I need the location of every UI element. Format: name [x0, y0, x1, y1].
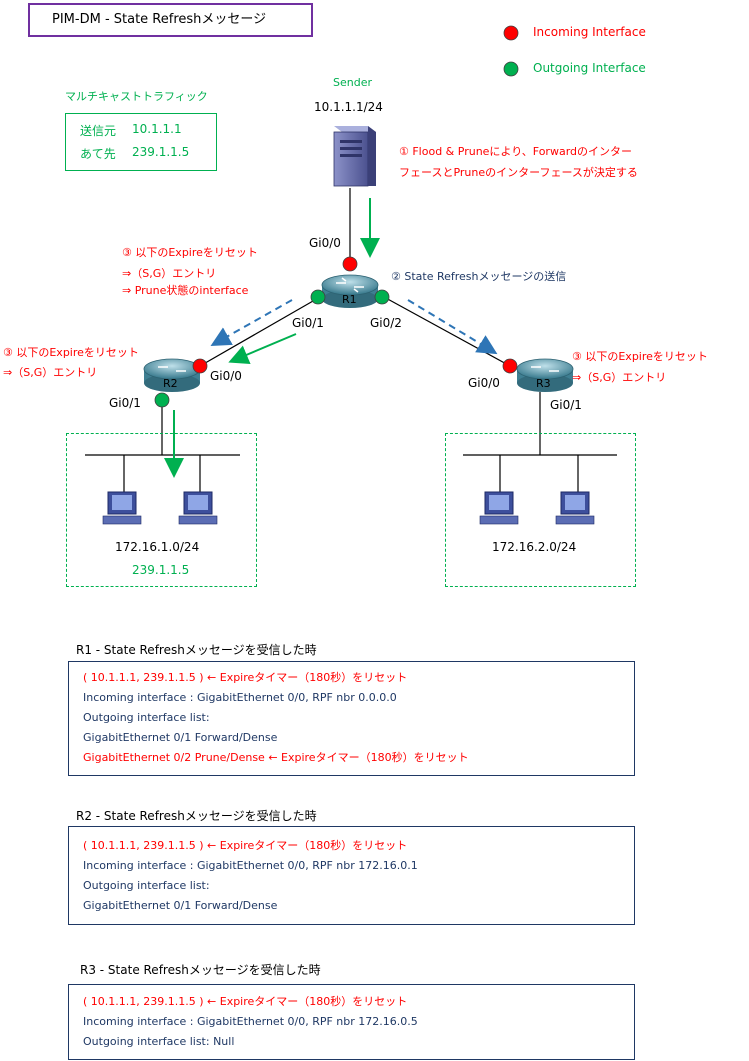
r1-if-gi00: Gi0/0	[309, 236, 341, 250]
note-3-r1-line2: ⇒（S,G）エントリ	[122, 267, 217, 280]
r2-gi00-incoming-dot	[192, 358, 208, 374]
lan-left-network: 172.16.1.0/24	[115, 540, 200, 554]
r1-state-heading: R1 - State Refreshメッセージを受信した時	[76, 643, 317, 657]
note-1-line1: ① Flood & Pruneにより、Forwardのインター	[399, 145, 633, 158]
r2-state-line: Incoming interface : GigabitEthernet 0/0…	[83, 859, 418, 872]
traffic-heading: マルチキャストトラフィック	[65, 90, 208, 103]
legend-incoming-label: Incoming Interface	[533, 25, 646, 39]
note-3-r3-line2: ⇒（S,G）エントリ	[572, 371, 667, 384]
refresh-to-r3	[407, 299, 498, 355]
note-3-r3-line1: ③ 以下のExpireをリセット	[572, 350, 708, 363]
router-r2-icon	[143, 358, 201, 392]
sender-label: Sender	[333, 76, 372, 89]
legend-outgoing-label: Outgoing Interface	[533, 61, 646, 75]
diagram-title: PIM-DM - State Refreshメッセージ	[28, 3, 313, 37]
traffic-dst-value: 239.1.1.5	[132, 145, 190, 159]
network-diagram	[85, 25, 617, 525]
r3-state-line: ( 10.1.1.1, 239.1.1.5 ) ← Expireタイマー（180…	[83, 995, 408, 1008]
refresh-to-r2	[210, 299, 293, 346]
note-3-r1-line1: ③ 以下のExpireをリセット	[122, 246, 258, 259]
r1-name: R1	[342, 293, 357, 306]
pc-icon	[178, 491, 218, 525]
link-r1-r3	[383, 296, 511, 367]
lan-right-box	[445, 433, 636, 587]
r2-if-gi01: Gi0/1	[109, 396, 141, 410]
r3-state-line: Incoming interface : GigabitEthernet 0/0…	[83, 1015, 418, 1028]
r3-state-line: Outgoing interface list: Null	[83, 1035, 235, 1048]
r1-state-line: ( 10.1.1.1, 239.1.1.5 ) ← Expireタイマー（180…	[83, 671, 408, 684]
r2-gi01-outgoing-dot	[154, 392, 170, 408]
link-r1-r2	[199, 296, 321, 367]
r1-if-gi01: Gi0/1	[292, 316, 324, 330]
interface-markers	[154, 25, 519, 408]
pc-icons	[102, 491, 595, 525]
r2-if-gi00: Gi0/0	[210, 369, 242, 383]
r2-name: R2	[163, 377, 178, 390]
r1-if-gi02: Gi0/2	[370, 316, 402, 330]
r1-state-line: Incoming interface : GigabitEthernet 0/0…	[83, 691, 397, 704]
lan-left-group: 239.1.1.5	[132, 563, 190, 577]
r1-state-line: Outgoing interface list:	[83, 711, 210, 724]
r3-if-gi00: Gi0/0	[468, 376, 500, 390]
r3-if-gi01: Gi0/1	[550, 398, 582, 412]
r1-state-line: GigabitEthernet 0/1 Forward/Dense	[83, 731, 278, 744]
traffic-dst-label: あて先	[80, 147, 116, 161]
pc-icon	[555, 491, 595, 525]
r2-state-box: ( 10.1.1.1, 239.1.1.5 ) ← Expireタイマー（180…	[68, 826, 635, 925]
note-2: ② State Refreshメッセージの送信	[391, 270, 567, 283]
r3-state-heading: R3 - State Refreshメッセージを受信した時	[80, 963, 321, 977]
sender-address: 10.1.1.1/24	[314, 100, 383, 114]
router-r1-icon	[321, 274, 379, 308]
state-refresh-arrows	[210, 299, 498, 355]
traffic-arrows	[164, 198, 380, 478]
pc-icon	[102, 491, 142, 525]
traffic-src-label: 送信元	[80, 124, 117, 138]
sender-server-icon	[333, 126, 376, 187]
pc-icon	[479, 491, 519, 525]
r3-name: R3	[536, 377, 551, 390]
traffic-src-value: 10.1.1.1	[132, 122, 182, 136]
lan-right-network: 172.16.2.0/24	[492, 540, 577, 554]
r3-gi00-incoming-dot	[502, 358, 518, 374]
legend-outgoing-dot	[503, 61, 519, 77]
r1-gi00-incoming-dot	[342, 256, 358, 272]
r2-state-line: GigabitEthernet 0/1 Forward/Dense	[83, 899, 278, 912]
links	[85, 188, 617, 492]
r2-state-line: ( 10.1.1.1, 239.1.1.5 ) ← Expireタイマー（180…	[83, 839, 408, 852]
r1-state-box: ( 10.1.1.1, 239.1.1.5 ) ← Expireタイマー（180…	[68, 661, 635, 776]
r2-state-heading: R2 - State Refreshメッセージを受信した時	[76, 809, 317, 823]
note-3-r1-line3: ⇒ Prune状態のinterface	[122, 284, 249, 297]
legend-incoming-dot	[503, 25, 519, 41]
note-3-r2-line1: ③ 以下のExpireをリセット	[3, 346, 139, 359]
r1-state-line: GigabitEthernet 0/2 Prune/Dense ← Expire…	[83, 751, 469, 764]
arrow-r1-to-r2	[228, 333, 297, 364]
r1-gi02-outgoing-dot	[374, 289, 390, 305]
r1-gi01-outgoing-dot	[310, 289, 326, 305]
note-3-r2-line2: ⇒（S,G）エントリ	[3, 366, 98, 379]
r2-state-line: Outgoing interface list:	[83, 879, 210, 892]
traffic-box: 送信元 10.1.1.1 あて先 239.1.1.5	[65, 113, 217, 171]
note-1-line2: フェースとPruneのインターフェースが決定する	[399, 166, 638, 179]
r3-state-box: ( 10.1.1.1, 239.1.1.5 ) ← Expireタイマー（180…	[68, 984, 635, 1060]
lan-left-box	[66, 433, 257, 587]
router-r3-icon	[516, 358, 574, 392]
